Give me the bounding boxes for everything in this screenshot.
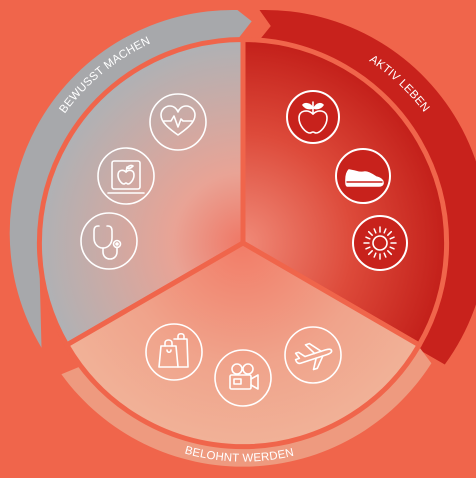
heart-rate-monitor-icon [149, 93, 207, 151]
arrow-arc-bewusst [9, 9, 252, 348]
scale-with-apple-icon [97, 147, 155, 205]
outer-arrow-ring [9, 9, 476, 467]
arrow-arc-aktiv [259, 9, 476, 365]
stethoscope-icon [80, 212, 138, 270]
airplane-icon [284, 326, 342, 384]
apple-icon [286, 90, 340, 144]
sun-icon [352, 215, 408, 271]
arrow-arc-belohnt [61, 343, 432, 467]
shopping-bags-icon [145, 323, 203, 381]
sneaker-icon [335, 148, 391, 204]
segment-belohnt [64, 240, 422, 450]
video-camera-icon [214, 349, 272, 407]
